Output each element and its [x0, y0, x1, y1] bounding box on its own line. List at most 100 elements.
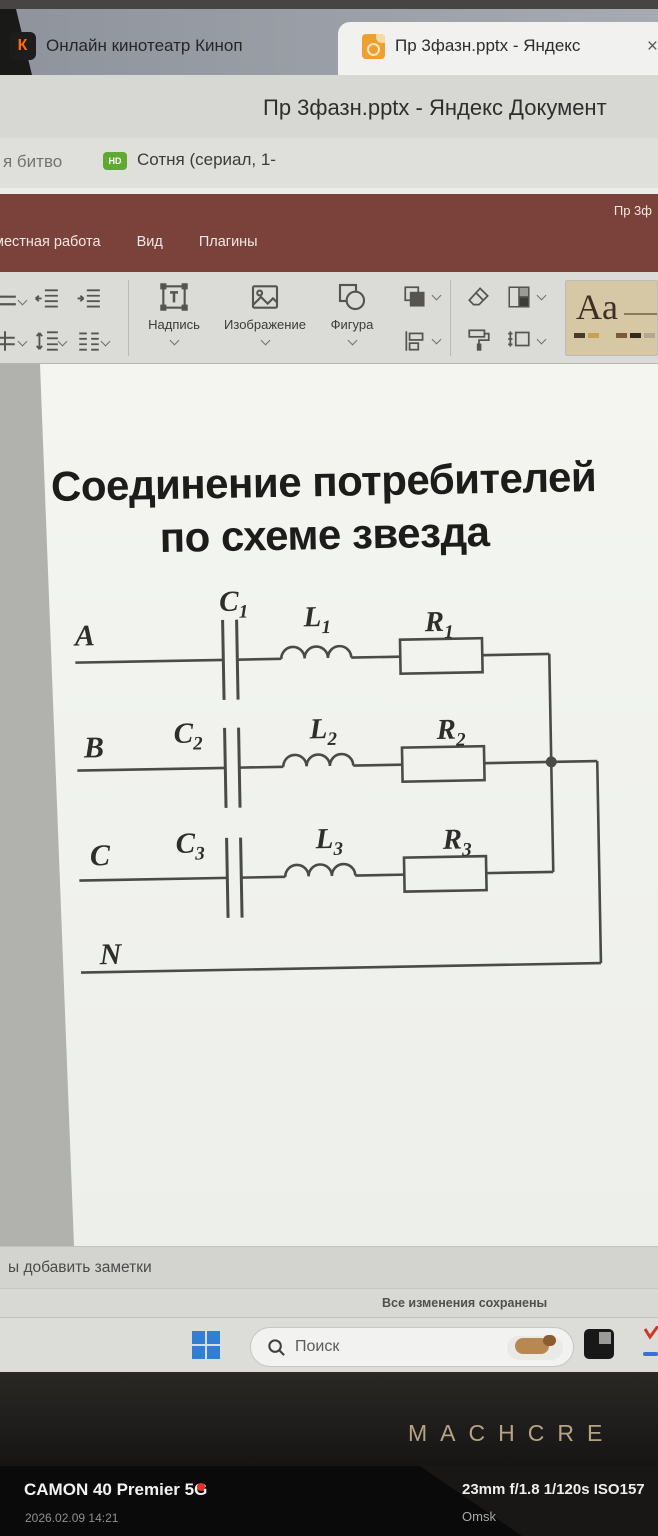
tab-title: Пр 3фазн.pptx - Яндекс [395, 36, 581, 55]
chevron-down-icon [169, 335, 179, 346]
menu-items: местная работа Вид Плагины [0, 234, 258, 250]
chevron-down-icon[interactable] [536, 290, 547, 301]
resistor-2-label: R2 [435, 713, 466, 751]
tab-title: Онлайн кинотеатр Киноп [46, 36, 243, 55]
shape-icon [336, 281, 368, 313]
bookmarks-bar: я битво HD Сотня (сериал, 1- [0, 138, 658, 188]
close-icon[interactable]: × [646, 35, 658, 57]
taskbar-search[interactable]: Поиск [250, 1327, 574, 1367]
theme-aa-sample: Aa [576, 287, 618, 327]
menu-item-collaboration[interactable]: местная работа [0, 234, 101, 250]
color-swatch [602, 333, 613, 338]
page-title: Пр 3фазн.pptx - Яндекс Документ [263, 95, 607, 120]
kinopoisk-icon: К [9, 32, 36, 60]
slide-title: Соединение потребителей по схеме звезда [39, 450, 654, 567]
menu-item-view[interactable]: Вид [136, 234, 163, 250]
inductor-2-label: L2 [308, 713, 337, 751]
bookmark-item-partial[interactable]: я битво [3, 152, 63, 171]
browser-title-bar: Пр 3фазн.pptx - Яндекс Документ [0, 75, 658, 138]
resistor-1-label: R1 [423, 606, 454, 644]
browser-tab-bar: К Онлайн кинотеатр Киноп Пр 3фазн.pptx -… [0, 9, 658, 84]
speaker-notes-area[interactable]: ы добавить заметки [0, 1246, 658, 1288]
search-placeholder: Поиск [295, 1338, 340, 1355]
windows-start-icon[interactable] [192, 1331, 221, 1360]
search-icon [268, 1338, 285, 1356]
tab-yandex-docs-active[interactable]: Пр 3фазн.pptx - Яндекс × [338, 22, 658, 84]
vertical-align-icon[interactable] [0, 328, 18, 354]
divider [0, 188, 658, 194]
bullet-list-icon[interactable] [0, 288, 18, 314]
phase-a-label: A [73, 619, 96, 652]
chevron-down-icon[interactable] [536, 334, 547, 345]
taskbar-edge-icon-blue[interactable] [643, 1352, 658, 1356]
slide-layout-icon[interactable] [506, 326, 532, 352]
capacitor-2-label: C2 [173, 717, 203, 755]
color-swatch [630, 333, 641, 338]
arrange-order-icon[interactable] [402, 284, 428, 310]
color-scheme-icon[interactable] [506, 284, 532, 310]
capacitor-3-label: C3 [175, 827, 205, 865]
taskbar-edge-icon-red[interactable] [644, 1326, 658, 1340]
windows-taskbar: Поиск [0, 1318, 658, 1372]
insert-textbox-button[interactable]: Надпись [126, 281, 222, 347]
chevron-down-icon[interactable] [431, 334, 442, 345]
taskbar-app-icon[interactable] [584, 1329, 614, 1359]
slide-content: Соединение потребителей по схеме звезда [0, 358, 658, 1252]
tab-kinopoisk[interactable]: К Онлайн кинотеатр Киноп [9, 25, 329, 67]
camera-watermark: CAMON 40 Premier 5G 2026.02.09 14:21 23m… [0, 1466, 658, 1536]
editor-toolbar: Надпись Изображение Фигура [0, 272, 658, 364]
capacitor-1-label: C1 [219, 585, 249, 623]
slide-canvas[interactable]: Соединение потребителей по схеме звезда [0, 364, 658, 1246]
watermark-exif: 23mm f/1.8 1/120s ISO157 [462, 1481, 645, 1498]
divider [450, 280, 451, 356]
button-label: Фигура [330, 317, 374, 332]
theme-color-dashes [574, 333, 655, 338]
neutral-label: N [98, 938, 123, 971]
chevron-down-icon [260, 335, 270, 346]
chevron-down-icon[interactable] [100, 336, 111, 347]
columns-icon[interactable] [76, 328, 102, 354]
phase-b-label: B [83, 731, 105, 764]
button-label: Изображение [224, 317, 306, 332]
color-swatch [644, 333, 655, 338]
document-name: Пр 3ф [613, 203, 652, 218]
watermark-datetime: 2026.02.09 14:21 [25, 1511, 119, 1525]
status-bar: Все изменения сохранены [0, 1288, 658, 1318]
watermark-phone-model: CAMON 40 Premier 5G [24, 1480, 208, 1499]
color-swatch [616, 333, 627, 338]
indent-increase-icon[interactable] [76, 286, 102, 312]
chevron-down-icon[interactable] [17, 295, 28, 306]
chevron-down-icon[interactable] [17, 336, 28, 347]
menu-item-plugins[interactable]: Плагины [198, 234, 258, 250]
screen-top-edge [0, 0, 658, 9]
eraser-icon[interactable] [466, 284, 492, 310]
chevron-down-icon [347, 335, 357, 346]
laptop-bezel: MACHCRE [0, 1372, 658, 1466]
insert-image-button[interactable]: Изображение [217, 281, 313, 347]
star-point-node [545, 756, 557, 768]
image-icon [249, 281, 281, 313]
document-menu-bar: Пр 3ф местная работа Вид Плагины [0, 194, 658, 272]
indent-decrease-icon[interactable] [34, 286, 60, 312]
theme-rule [624, 313, 657, 315]
divider [128, 280, 129, 356]
changes-saved-status: Все изменения сохранены [382, 1296, 548, 1310]
slide-title-line1: Соединение потребителей [50, 453, 597, 511]
yandex-docs-icon [362, 33, 385, 59]
paint-roller-icon[interactable] [466, 326, 492, 352]
line-spacing-icon[interactable] [34, 328, 60, 354]
resistor-3-label: R3 [441, 823, 472, 861]
chevron-down-icon[interactable] [431, 290, 442, 301]
three-phase-star-circuit-diagram: A B C N C1 L1 R1 C2 L2 R2 C3 L3 R3 [73, 585, 603, 974]
slide-theme-preview[interactable]: Aa [565, 280, 658, 356]
search-highlight-image [507, 1330, 563, 1364]
bookmark-item-series[interactable]: Сотня (сериал, 1- [137, 150, 276, 169]
align-objects-icon[interactable] [402, 328, 428, 354]
watermark-location: Omsk [462, 1509, 496, 1524]
insert-shape-button[interactable]: Фигура [304, 281, 400, 347]
notes-placeholder: ы добавить заметки [8, 1259, 152, 1276]
inductor-3-label: L3 [314, 823, 343, 861]
laptop-brand-logo: MACHCRE [408, 1420, 616, 1446]
button-label: Надпись [148, 317, 200, 332]
